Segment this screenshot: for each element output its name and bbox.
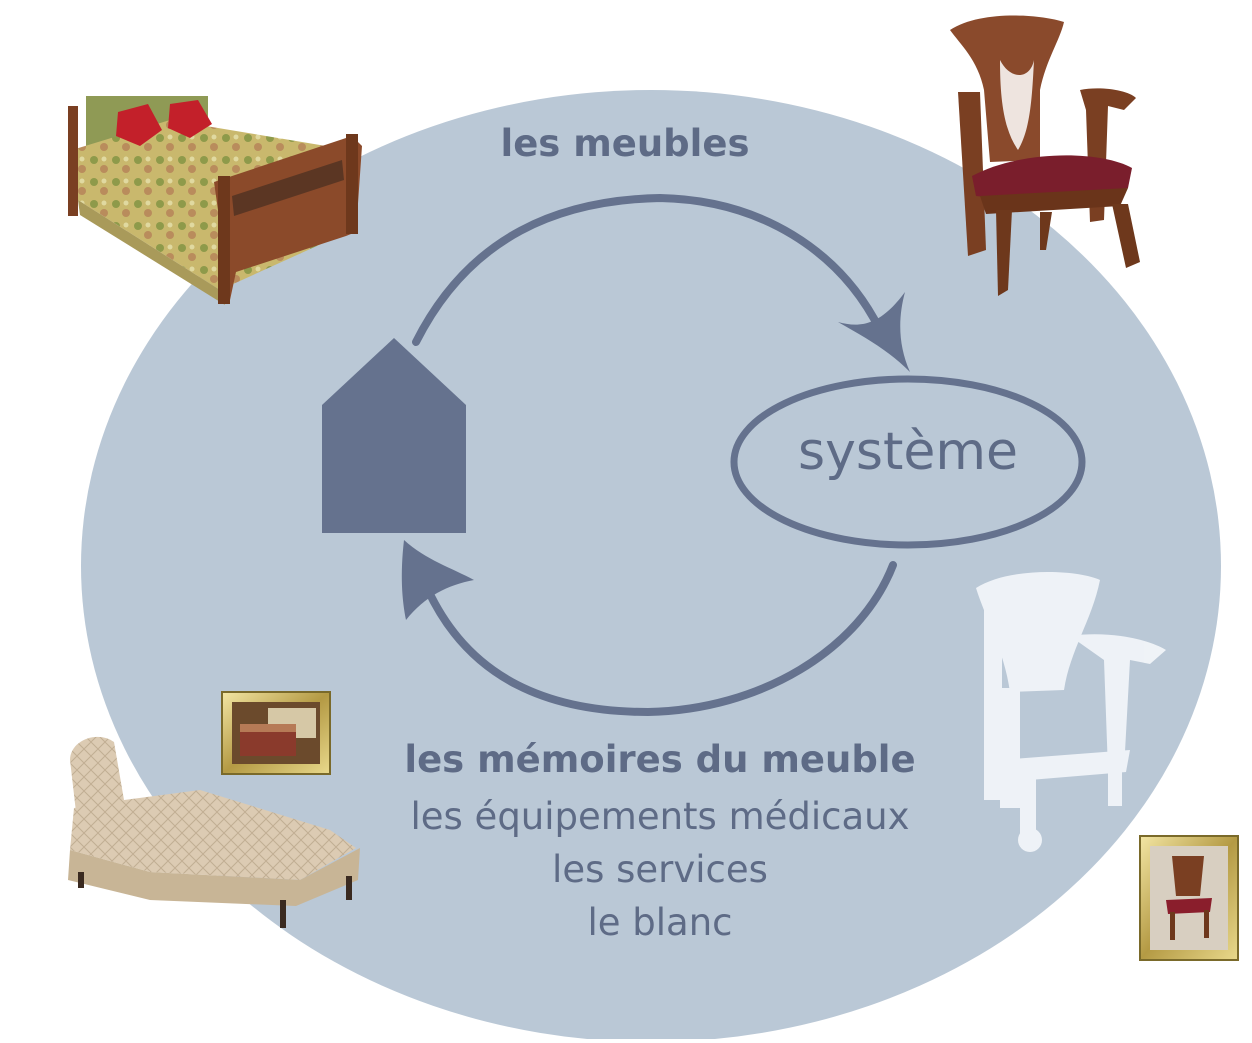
bed-image (68, 96, 362, 305)
bottom-title: les mémoires du meuble (404, 738, 916, 781)
arrow-top-arc (412, 193, 884, 346)
bottom-line-blanc: le blanc (587, 901, 733, 944)
bottom-line-services: les services (552, 848, 768, 891)
framed-chair-image (1139, 835, 1239, 961)
systeme-node (730, 375, 1086, 549)
ghost-chair-image (976, 571, 1166, 852)
top-arrow-label: les meubles (500, 122, 750, 165)
arrow-bottom-arc (424, 561, 897, 717)
medical-bed-image (68, 736, 360, 928)
framed-bedroom-image (221, 691, 331, 775)
systeme-label: système (798, 422, 1018, 482)
arrow-top-head (838, 292, 910, 372)
bottom-line-equipements: les équipements médicaux (410, 795, 910, 838)
arrow-bottom-head (401, 540, 474, 620)
house-icon (322, 338, 466, 533)
background-circle (81, 90, 1221, 1042)
armchair-image (950, 15, 1140, 296)
